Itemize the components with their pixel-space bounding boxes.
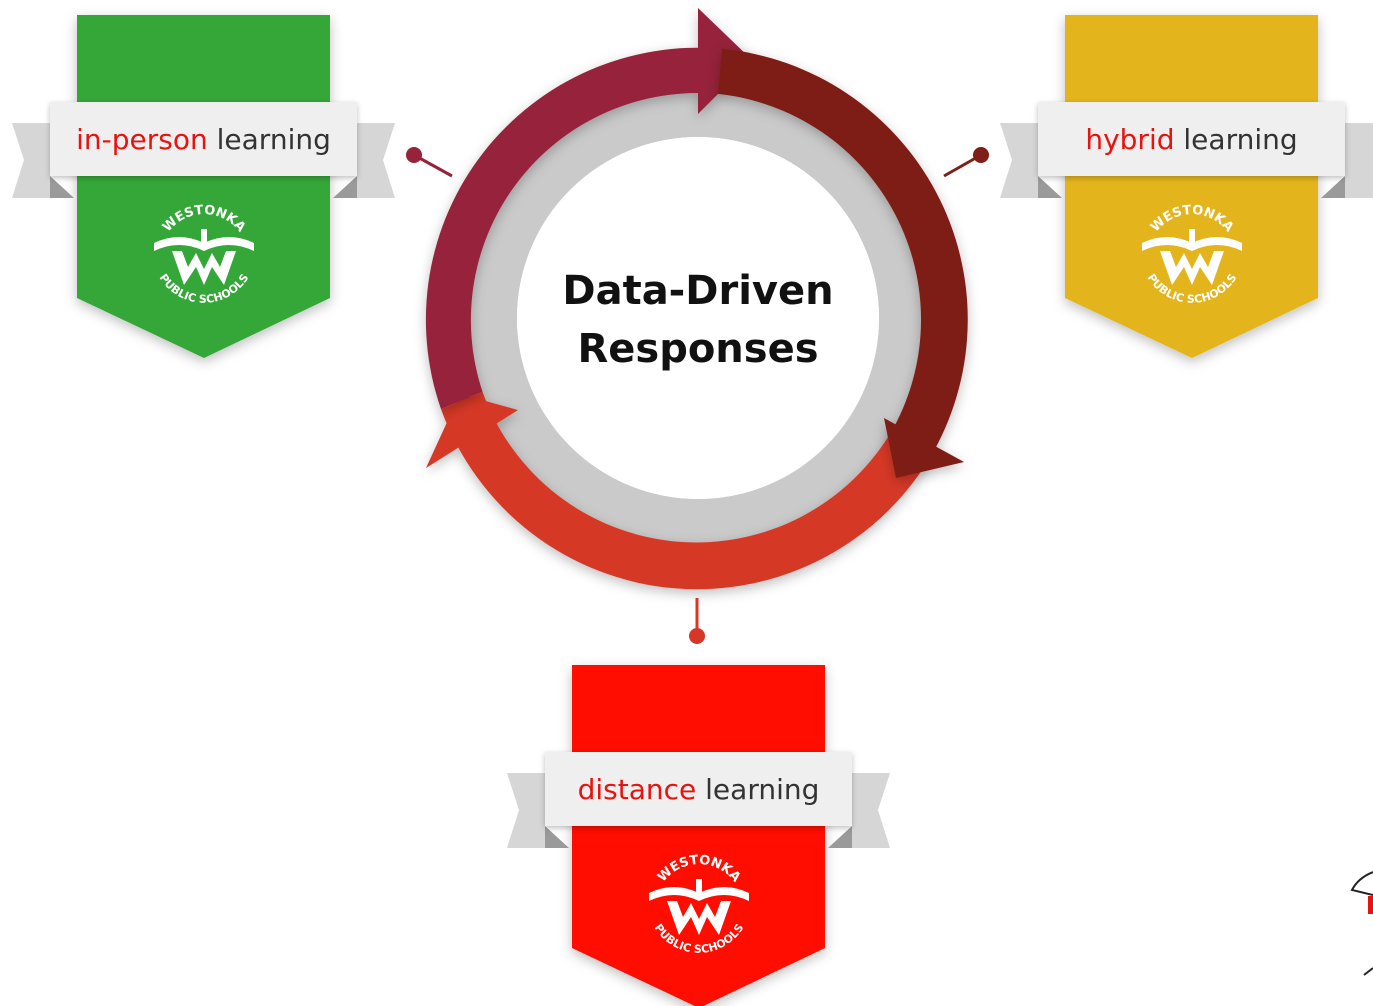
connector-right [943, 147, 989, 178]
ribbon-tail-right [852, 773, 890, 848]
center-title: Data-Driven Responses [548, 262, 848, 378]
label-rest-word: learning [1183, 122, 1298, 156]
ribbon-tail-left [12, 123, 50, 198]
label-rest-word: learning [216, 122, 331, 156]
ribbon-band [50, 102, 357, 176]
ribbon-band [545, 752, 852, 826]
label-accent-word: hybrid [1085, 122, 1175, 156]
center-title-line2: Responses [577, 326, 819, 372]
badge-shield [1065, 15, 1318, 358]
badge-distance: WESTONKA PUBLIC SCHOOLS [507, 665, 890, 1006]
ribbon-tail-right [357, 123, 395, 198]
cycle-arrow-red [426, 391, 935, 590]
ribbon-tail-left [507, 773, 545, 848]
badge-shield [572, 665, 825, 1006]
ribbon-tail-right [1345, 123, 1373, 198]
connector-bottom [689, 598, 705, 644]
badge-hybrid: WESTONKA PUBLIC SCHOOLS [1000, 15, 1373, 358]
badge-shield [77, 15, 330, 358]
partial-logo-fragment [1350, 871, 1373, 976]
center-disc [517, 137, 879, 499]
ribbon-tail-left [1000, 123, 1038, 198]
label-accent-word: distance [577, 772, 697, 806]
label-hybrid: hybrid learning [1038, 102, 1345, 176]
cycle [425, 8, 968, 590]
label-rest-word: learning [705, 772, 820, 806]
badge-in-person: WESTONKA PUBLIC SCHOOLS [12, 15, 395, 358]
cycle-arrow-maroon [718, 48, 968, 478]
ribbon-band [1038, 102, 1345, 176]
label-distance: distance learning [545, 752, 852, 826]
center-title-line1: Data-Driven [562, 268, 834, 314]
label-in-person: in-person learning [50, 102, 357, 176]
connector-left [406, 147, 453, 178]
label-accent-word: in-person [76, 122, 208, 156]
